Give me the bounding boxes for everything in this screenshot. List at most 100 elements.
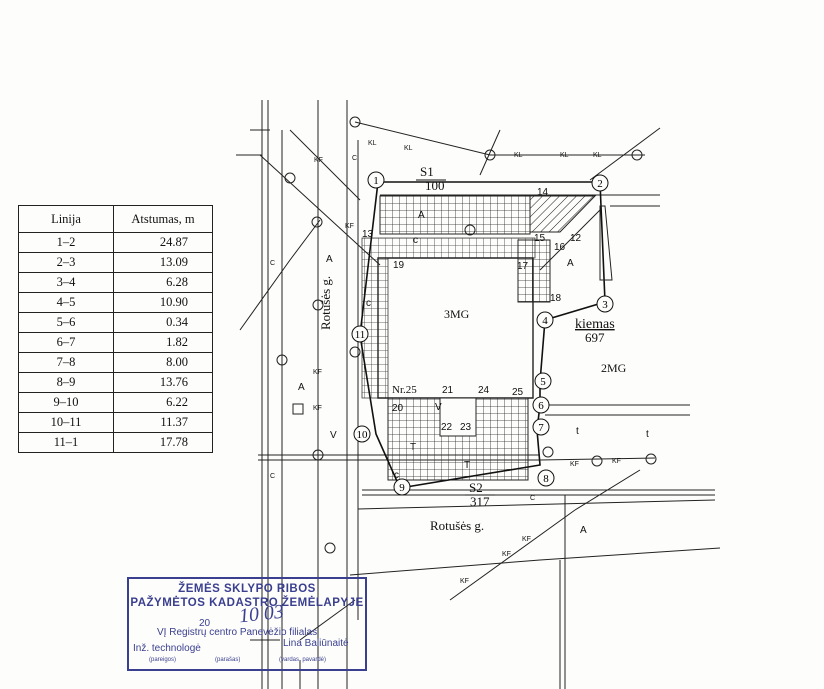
zone-letter: V bbox=[330, 430, 337, 441]
boundary-point-marker bbox=[367, 171, 385, 189]
utility-label: KL bbox=[593, 152, 602, 159]
stamp-date: 10 03 bbox=[237, 600, 285, 628]
utility-label: KL bbox=[560, 152, 569, 159]
utility-label: KL bbox=[368, 140, 377, 147]
building-main-label: 3MG bbox=[444, 307, 470, 321]
zone-letter: A bbox=[418, 210, 425, 221]
boundary-point-label: 10 bbox=[357, 429, 369, 441]
sub-point-label: 12 bbox=[570, 233, 582, 244]
boundary-point-label: 9 bbox=[399, 482, 405, 494]
boundary-point-label: 6 bbox=[538, 400, 544, 412]
kiemas-value: 697 bbox=[585, 330, 605, 345]
s1-value: 100 bbox=[425, 178, 445, 193]
boundary-point-label: 5 bbox=[540, 376, 546, 388]
s2-name: S2 bbox=[469, 480, 483, 495]
zone-letter: t bbox=[576, 426, 579, 437]
lot-boundary bbox=[359, 181, 606, 489]
utility-label: KF bbox=[570, 461, 579, 468]
boundary-point-marker bbox=[596, 295, 614, 313]
utility-poles bbox=[276, 116, 657, 554]
zone-letter: c bbox=[413, 235, 418, 246]
boundary-point-label: 2 bbox=[597, 178, 603, 190]
nr-label: Nr.25 bbox=[392, 384, 417, 396]
utility-label: C bbox=[270, 260, 275, 267]
utility-label: KF bbox=[314, 157, 323, 164]
utility-label: KF bbox=[612, 458, 621, 465]
sub-point-label: 16 bbox=[554, 242, 566, 253]
sub-point-label: 25 bbox=[512, 387, 524, 398]
boundary-point-label: 3 bbox=[602, 299, 608, 311]
sub-point-label: 15 bbox=[534, 233, 546, 244]
line-segment: 6–7 bbox=[18, 332, 114, 353]
line-segment: 9–10 bbox=[18, 392, 114, 413]
stamp-role: Inž. technologė bbox=[133, 643, 201, 654]
line-segment: 5–6 bbox=[18, 312, 114, 333]
line-distance: 13.76 bbox=[113, 372, 213, 393]
boundary-point-label: 1 bbox=[373, 175, 379, 187]
line-distance: 11.37 bbox=[113, 412, 213, 433]
sub-point-label: 23 bbox=[460, 422, 472, 433]
line-distance: 6.28 bbox=[113, 272, 213, 293]
boundary-point-marker bbox=[534, 372, 552, 390]
line-segment: 7–8 bbox=[18, 352, 114, 373]
sub-point-label: 18 bbox=[550, 293, 562, 304]
sub-point-label: 21 bbox=[442, 385, 454, 396]
zone-letter: c bbox=[366, 298, 371, 309]
zone-letter: V bbox=[435, 402, 442, 413]
utility-label: KL bbox=[404, 145, 413, 152]
col-line-header: Linija bbox=[18, 205, 114, 233]
boundary-point-marker bbox=[591, 174, 609, 192]
zone-letter: t bbox=[646, 429, 649, 440]
line-distance: 6.22 bbox=[113, 392, 213, 413]
stamp-title-2: PAŽYMĖTOS KADASTRO ŽEMĖLAPYJE bbox=[130, 597, 364, 609]
utility-label: C bbox=[530, 495, 535, 502]
line-segment: 1–2 bbox=[18, 232, 114, 253]
line-segment: 4–5 bbox=[18, 292, 114, 313]
sub-point-label: 20 bbox=[392, 403, 404, 414]
street-name-horizontal: Rotušės g. bbox=[430, 518, 484, 533]
boundary-point-label: 4 bbox=[542, 315, 548, 327]
zone-letter: A bbox=[580, 525, 587, 536]
boundary-point-marker bbox=[537, 469, 555, 487]
line-distance: 8.00 bbox=[113, 352, 213, 373]
line-segment: 11–1 bbox=[18, 432, 114, 453]
utility-label: C bbox=[270, 473, 275, 480]
line-distance: 0.34 bbox=[113, 312, 213, 333]
kf-line bbox=[239, 219, 641, 641]
sub-point-label: 19 bbox=[393, 260, 405, 271]
building-3mg bbox=[361, 237, 551, 399]
zone-letter: A bbox=[298, 382, 305, 393]
line-distance: 13.09 bbox=[113, 252, 213, 273]
cadastral-stamp: ŽEMĖS SKLYPO RIBOS PAŽYMĖTOS KADASTRO ŽE… bbox=[127, 577, 367, 671]
sub-point-label: 14 bbox=[537, 187, 549, 198]
line-segment: 3–4 bbox=[18, 272, 114, 293]
line-distance: 24.87 bbox=[113, 232, 213, 253]
street-lines bbox=[236, 100, 359, 689]
stamp-caption-name: (vardas, pavardė) bbox=[279, 657, 327, 663]
well-symbol bbox=[292, 403, 304, 415]
line-segment: 8–9 bbox=[18, 372, 114, 393]
zone-letter: A bbox=[567, 258, 574, 269]
col-distance-header: Atstumas, m bbox=[113, 205, 213, 233]
sub-point-label: 17 bbox=[517, 261, 529, 272]
building-side-label: 2MG bbox=[601, 361, 627, 375]
sub-point-label: 13 bbox=[362, 229, 374, 240]
utility-label: KF bbox=[345, 223, 354, 230]
line-segment: 10–11 bbox=[18, 412, 114, 433]
boundary-point-label: 11 bbox=[355, 329, 366, 341]
street-bottom-lines bbox=[258, 454, 721, 689]
zone-letter: A bbox=[326, 254, 333, 265]
